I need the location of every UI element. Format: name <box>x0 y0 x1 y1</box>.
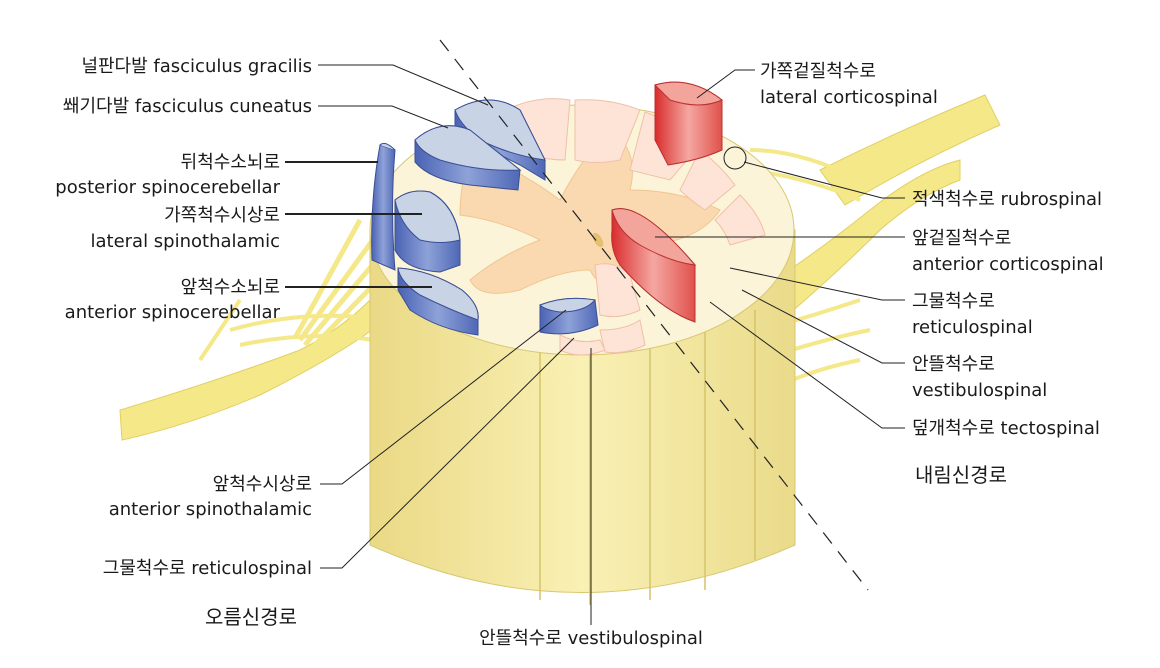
left-dorsal-rootlets <box>292 218 390 352</box>
rubrospinal-marker <box>723 146 747 170</box>
label-fasciculus-cuneatus: 쐐기다발 fasciculus cuneatus <box>63 96 312 117</box>
label-posterior-spinocerebellar-ko: 뒤척수소뇌로 <box>181 152 280 173</box>
label-lateral-spinothalamic-en: lateral spinothalamic <box>90 231 280 252</box>
median-plane-dashed-line <box>439 39 869 591</box>
label-posterior-spinocerebellar-en: posterior spinocerebellar <box>55 177 280 198</box>
label-anterior-corticospinal-ko: 앞겉질척수로 <box>912 228 1011 249</box>
label-reticulospinal-right-en: reticulospinal <box>912 317 1033 338</box>
label-tectospinal: 덮개척수로 tectospinal <box>912 418 1100 439</box>
label-lateral-spinothalamic-ko: 가쪽척수시상로 <box>164 205 280 226</box>
right-rootlets <box>744 148 871 392</box>
label-fasciculus-gracilis: 널판다발 fasciculus gracilis <box>81 56 312 77</box>
heading-descending: 내림신경로 <box>915 463 1007 487</box>
posterior-spinocerebellar-tract <box>371 144 396 271</box>
label-anterior-spinothalamic-en: anterior spinothalamic <box>109 499 312 520</box>
label-reticulospinal-left: 그물척수로 reticulospinal <box>103 558 312 579</box>
label-anterior-spinocerebellar-ko: 앞척수소뇌로 <box>181 277 280 298</box>
label-anterior-corticospinal-en: anterior corticospinal <box>912 254 1104 275</box>
anterior-fissure-columns <box>539 310 756 605</box>
descending-tracts <box>611 81 747 323</box>
label-rubrospinal: 적색척수로 rubrospinal <box>912 189 1102 210</box>
right-spinal-nerve <box>819 94 1001 206</box>
label-lateral-corticospinal-en: lateral corticospinal <box>760 87 938 108</box>
label-anterior-spinocerebellar-en: anterior spinocerebellar <box>65 302 281 323</box>
label-vestibulospinal-right-ko: 안뜰척수로 <box>912 354 995 375</box>
leader-lines <box>285 64 905 625</box>
label-reticulospinal-right-ko: 그물척수로 <box>912 291 995 312</box>
ascending-tracts <box>371 99 599 336</box>
heading-ascending: 오름신경로 <box>205 605 297 629</box>
central-canal <box>592 232 604 248</box>
label-anterior-spinothalamic-ko: 앞척수시상로 <box>213 474 312 495</box>
label-vestibulospinal-right-en: vestibulospinal <box>912 380 1047 401</box>
label-vestibulospinal-bottom: 안뜰척수로 vestibulospinal <box>479 628 703 649</box>
left-lower-rootlets <box>198 298 375 362</box>
descending-labels: 가쪽겉질척수로 lateral corticospinal 적색척수로 rubr… <box>760 61 1104 487</box>
label-lateral-corticospinal-ko: 가쪽겉질척수로 <box>760 61 876 82</box>
ascending-labels: 널판다발 fasciculus gracilis 쐐기다발 fasciculus… <box>55 56 703 649</box>
spinal-nerves <box>119 94 1001 441</box>
right-nerve-lower <box>759 159 961 331</box>
